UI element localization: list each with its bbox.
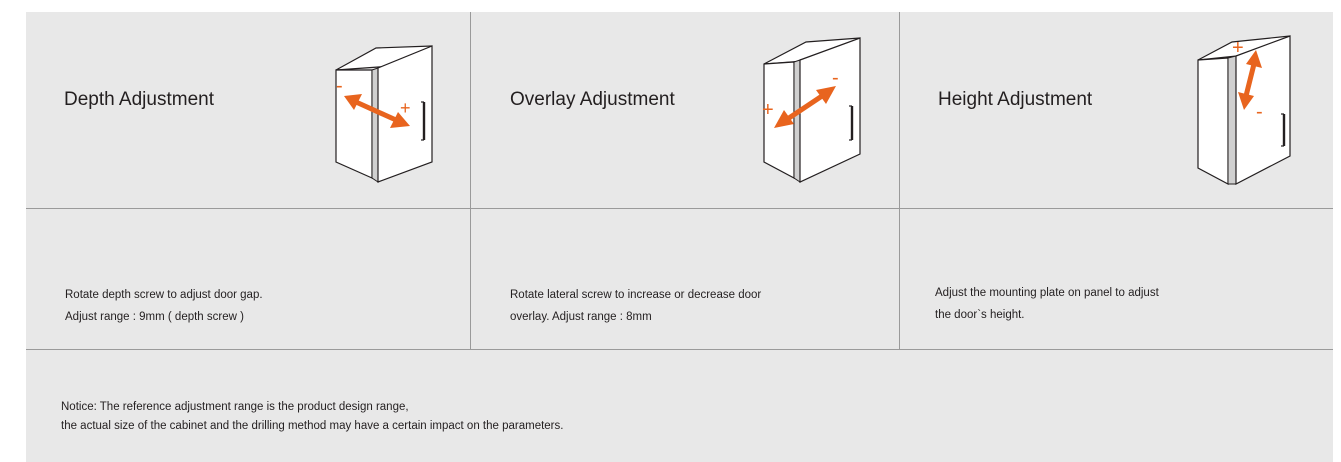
plus-sign: + xyxy=(762,99,774,121)
column-divider xyxy=(470,12,471,349)
notice-line: Notice: The reference adjustment range i… xyxy=(61,401,409,413)
minus-sign: - xyxy=(1256,101,1263,123)
notice-text: Notice: The reference adjustment range i… xyxy=(61,398,563,436)
minus-sign: - xyxy=(832,67,839,89)
column-divider xyxy=(899,12,900,349)
desc-line: Rotate depth screw to adjust door gap. xyxy=(65,289,263,301)
row-divider xyxy=(26,208,1333,209)
height-description: Adjust the mounting plate on panel to ad… xyxy=(935,282,1159,326)
desc-line: Rotate lateral screw to increase or decr… xyxy=(510,289,762,301)
depth-adjustment-title: Depth Adjustment xyxy=(64,89,214,110)
depth-description: Rotate depth screw to adjust door gap. A… xyxy=(65,284,263,328)
plus-sign: + xyxy=(400,98,411,118)
row-divider xyxy=(26,349,1333,350)
overlay-description: Rotate lateral screw to increase or decr… xyxy=(510,284,761,328)
minus-sign: - xyxy=(336,75,343,97)
plus-sign: + xyxy=(1232,37,1244,59)
cabinet-overlay-arrow-icon: + - xyxy=(762,37,861,183)
cabinet-depth-arrow-icon: - + xyxy=(335,45,433,183)
adjustment-panel xyxy=(26,12,1333,462)
overlay-adjustment-title: Overlay Adjustment xyxy=(510,89,675,110)
cabinet-height-arrow-icon: + - xyxy=(1197,35,1291,185)
height-adjustment-title: Height Adjustment xyxy=(938,89,1093,110)
desc-line: the door`s height. xyxy=(935,309,1025,321)
notice-line: the actual size of the cabinet and the d… xyxy=(61,420,564,432)
desc-line: Adjust range : 9mm ( depth screw ) xyxy=(65,311,244,323)
desc-line: Adjust the mounting plate on panel to ad… xyxy=(935,287,1159,299)
desc-line: overlay. Adjust range : 8mm xyxy=(510,311,652,323)
